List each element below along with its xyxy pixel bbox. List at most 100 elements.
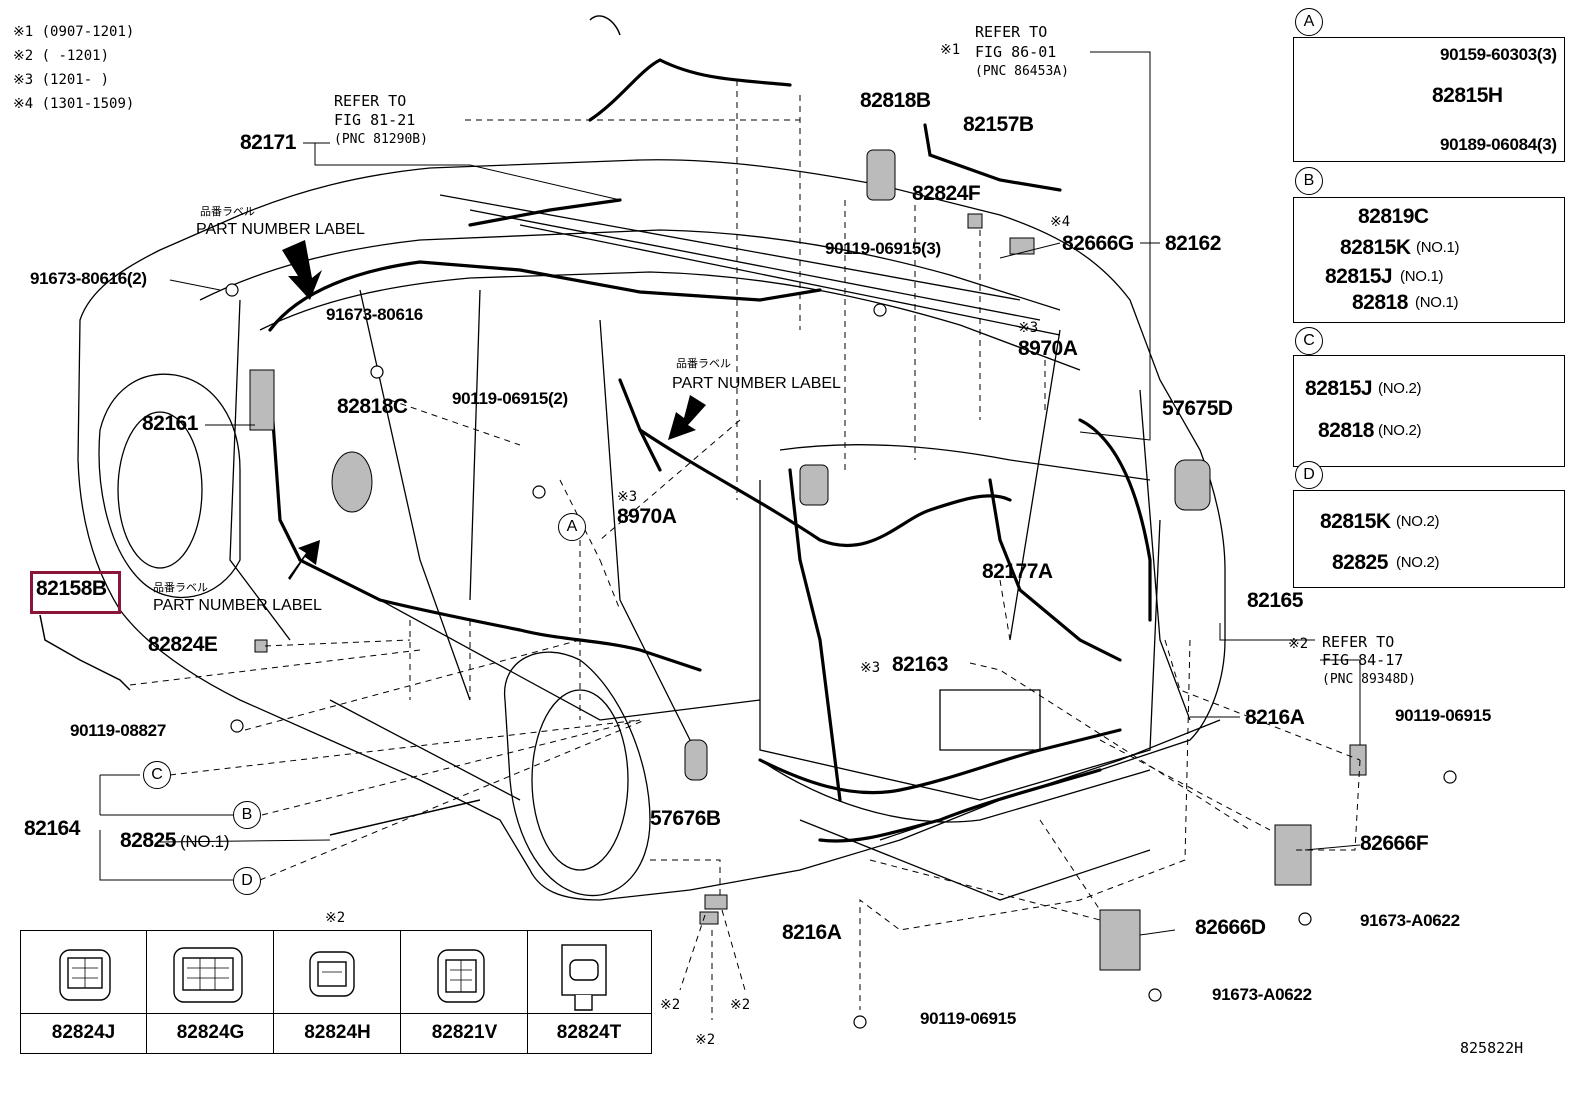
note-mark-4: ※4	[1050, 214, 1071, 230]
part-82164[interactable]: 82164	[24, 817, 80, 840]
part-91673-A0622-b[interactable]: 91673-A0622	[1212, 985, 1312, 1004]
part-82163[interactable]: 82163	[892, 653, 948, 676]
connector-table-divider	[400, 930, 401, 1053]
part-82824F[interactable]: 82824F	[912, 182, 981, 205]
part-82824E[interactable]: 82824E	[148, 633, 218, 656]
panel-D-part-2[interactable]: 82825	[1332, 551, 1388, 574]
panel-D	[1293, 490, 1565, 588]
part-number-label-1: PART NUMBER LABEL	[196, 221, 365, 238]
part-91673-80616[interactable]: 91673-80616	[326, 305, 423, 324]
panel-B-part-4-qualifier: (NO.1)	[1415, 294, 1459, 311]
footnote-3: ※3 (1201- )	[13, 72, 110, 88]
panel-C-circle: C	[1295, 327, 1323, 355]
panel-B	[1293, 197, 1565, 323]
part-82825-qualifier: (NO.1)	[180, 832, 230, 851]
part-82666F[interactable]: 82666F	[1360, 832, 1429, 855]
connector-82824G[interactable]: 82824G	[176, 1022, 245, 1043]
figure-id: 825822H	[1460, 1039, 1524, 1057]
panel-C	[1293, 355, 1565, 467]
connector-82824J[interactable]: 82824J	[51, 1022, 116, 1043]
jp-label-2: 品番ラベル	[676, 357, 731, 370]
panel-D-part-1[interactable]: 82815K	[1320, 510, 1391, 533]
part-90119-06915-right[interactable]: 90119-06915	[1395, 706, 1491, 725]
panel-C-part-2-qualifier: (NO.2)	[1378, 422, 1422, 439]
part-90119-06915-2[interactable]: 90119-06915(2)	[452, 389, 568, 408]
part-8970A-mid[interactable]: 8970A	[617, 505, 677, 528]
part-90119-08827[interactable]: 90119-08827	[70, 721, 166, 740]
ref-fig-86-01-line1: REFER TO	[975, 23, 1048, 41]
part-82666D[interactable]: 82666D	[1195, 916, 1266, 939]
part-82158B[interactable]: 82158B	[36, 577, 107, 600]
part-8216A-bottom[interactable]: 8216A	[782, 921, 842, 944]
connector-table	[20, 930, 652, 1054]
part-82825[interactable]: 82825	[120, 829, 176, 852]
callout-circle-B[interactable]: B	[233, 801, 261, 829]
part-82162[interactable]: 82162	[1165, 232, 1221, 255]
footnote-4: ※4 (1301-1509)	[13, 96, 135, 112]
panel-B-circle: B	[1295, 167, 1323, 195]
ref-fig-81-21-line1: REFER TO	[334, 92, 407, 110]
ref-fig-86-01-line2: FIG 86-01	[975, 43, 1057, 61]
part-number-label-2: PART NUMBER LABEL	[672, 375, 841, 392]
panel-D-part-1-qualifier: (NO.2)	[1396, 513, 1440, 530]
panel-B-part-3[interactable]: 82815J	[1325, 265, 1393, 288]
panel-C-part-1[interactable]: 82815J	[1305, 377, 1373, 400]
panel-D-part-2-qualifier: (NO.2)	[1396, 554, 1440, 571]
note-mark-2-bottom: ※2	[695, 1032, 716, 1048]
ref-fig-84-17-line3: (PNC 89348D)	[1322, 672, 1416, 687]
note-mark-2-table: ※2	[325, 910, 346, 926]
panel-C-part-1-qualifier: (NO.2)	[1378, 380, 1422, 397]
connector-82821V[interactable]: 82821V	[431, 1022, 498, 1043]
connector-table-divider	[146, 930, 147, 1053]
part-82666G[interactable]: 82666G	[1062, 232, 1134, 255]
panel-A-part-3[interactable]: 90189-06084(3)	[1440, 135, 1557, 154]
part-82818C[interactable]: 82818C	[337, 395, 408, 418]
part-90119-06915-bottom[interactable]: 90119-06915	[920, 1009, 1016, 1028]
ref-fig-84-17-line2: FIG 84-17	[1322, 651, 1404, 669]
part-82161[interactable]: 82161	[142, 412, 198, 435]
ref-fig-86-01-line3: (PNC 86453A)	[975, 64, 1069, 79]
panel-B-part-4[interactable]: 82818	[1352, 291, 1408, 314]
panel-B-part-3-qualifier: (NO.1)	[1400, 268, 1444, 285]
panel-A-part-1[interactable]: 90159-60303(3)	[1440, 45, 1557, 64]
panel-A-part-2[interactable]: 82815H	[1432, 84, 1503, 107]
part-82171[interactable]: 82171	[240, 131, 296, 154]
callout-circle-C[interactable]: C	[143, 761, 171, 789]
connector-table-divider	[273, 930, 274, 1053]
part-91673-A0622-a[interactable]: 91673-A0622	[1360, 911, 1460, 930]
panel-A-circle: A	[1295, 8, 1323, 36]
connector-table-divider	[527, 930, 528, 1053]
part-57676B[interactable]: 57676B	[650, 807, 721, 830]
part-number-label-3: PART NUMBER LABEL	[153, 597, 322, 614]
connector-table-row-divider	[20, 1013, 651, 1014]
connector-82824H[interactable]: 82824H	[304, 1022, 371, 1043]
note-mark-3-low: ※3	[860, 660, 881, 676]
part-82177A[interactable]: 82177A	[982, 560, 1053, 583]
part-91673-80616-2[interactable]: 91673-80616(2)	[30, 269, 147, 288]
jp-label-3: 品番ラベル	[153, 581, 208, 594]
footnote-1: ※1 (0907-1201)	[13, 24, 135, 40]
callout-circle-A[interactable]: A	[558, 513, 586, 541]
part-82818B[interactable]: 82818B	[860, 89, 931, 112]
part-82165[interactable]: 82165	[1247, 589, 1303, 612]
note-mark-2-ref: ※2	[1288, 636, 1309, 652]
part-8970A-top[interactable]: 8970A	[1018, 337, 1078, 360]
selected-part-highlight	[30, 571, 121, 614]
panel-B-part-1[interactable]: 82819C	[1358, 205, 1429, 228]
callout-circle-D[interactable]: D	[233, 867, 261, 895]
panel-A	[1293, 37, 1565, 162]
ref-fig-84-17-line1: REFER TO	[1322, 633, 1395, 651]
footnote-2: ※2 ( -1201)	[13, 48, 110, 64]
note-mark-2-right: ※2	[730, 997, 751, 1013]
part-8216A-right[interactable]: 8216A	[1245, 706, 1305, 729]
panel-B-part-2-qualifier: (NO.1)	[1416, 239, 1460, 256]
part-82157B[interactable]: 82157B	[963, 113, 1034, 136]
part-57675D[interactable]: 57675D	[1162, 397, 1233, 420]
connector-82824T[interactable]: 82824T	[556, 1022, 622, 1043]
note-mark-2-left: ※2	[660, 997, 681, 1013]
ref-fig-81-21-line3: (PNC 81290B)	[334, 132, 428, 147]
part-90119-06915-3[interactable]: 90119-06915(3)	[825, 239, 941, 258]
panel-C-part-2[interactable]: 82818	[1318, 419, 1374, 442]
panel-B-part-2[interactable]: 82815K	[1340, 236, 1411, 259]
